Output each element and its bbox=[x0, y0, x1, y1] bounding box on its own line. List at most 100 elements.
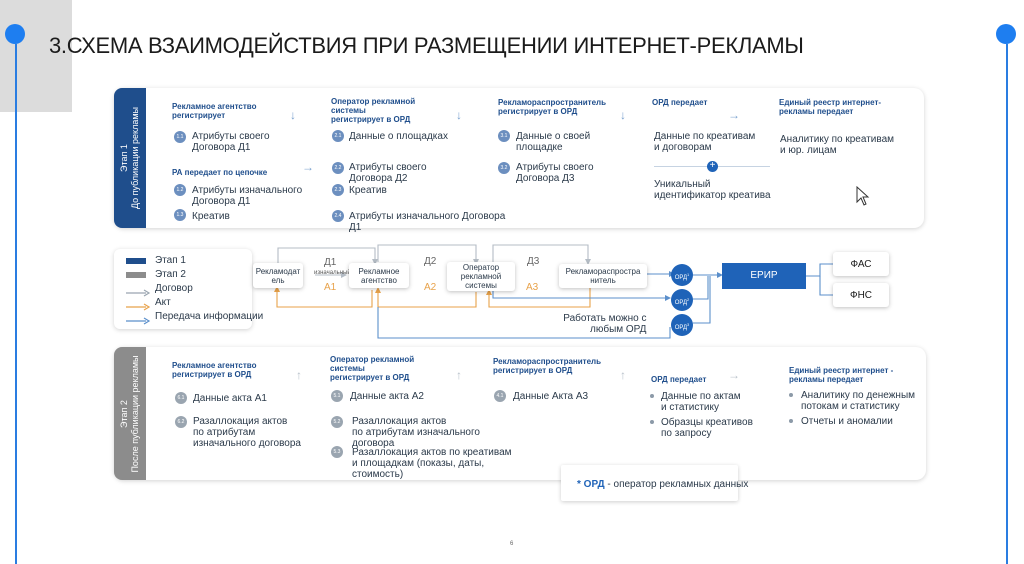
right-rail bbox=[1006, 44, 1008, 564]
stage1-col4-header: ОРД передает bbox=[652, 98, 708, 107]
bullet-icon bbox=[789, 419, 793, 423]
stage1-item-2-1: Данные о площадках bbox=[349, 131, 448, 142]
arrow-right-icon: → bbox=[302, 160, 314, 174]
act-a1: А1 bbox=[324, 282, 337, 293]
stage2-col5-header: Единый реестр интернет -рекламы передает bbox=[789, 366, 894, 384]
step-badge: 3.1 bbox=[498, 130, 510, 142]
step-badge: 6.1 bbox=[175, 392, 187, 404]
legend-swatch-stage1 bbox=[126, 258, 146, 264]
step-badge: 2.3 bbox=[332, 184, 344, 196]
step-badge: 2.1 bbox=[332, 130, 344, 142]
arrow-down-icon: ↓ bbox=[456, 108, 462, 122]
legend-arrow-contract bbox=[124, 284, 152, 302]
act-a3: А3 bbox=[526, 282, 539, 293]
step-badge: 6.2 bbox=[175, 416, 187, 428]
erir-node: ЕРИР bbox=[722, 263, 806, 289]
initial-contract-label: изначальный bbox=[314, 270, 351, 276]
legend-stage2: Этап 2 bbox=[155, 269, 186, 280]
contract-d1: Д1 bbox=[324, 257, 337, 268]
stage2-sublabel: После публикации рекламы bbox=[130, 354, 140, 473]
bullet-icon bbox=[789, 393, 793, 397]
stage1-col5-header: Единый реестр интернет-рекламы передает bbox=[779, 98, 882, 116]
stage2-item-4-1: Данные Акта А3 bbox=[513, 391, 589, 402]
footnote-box bbox=[561, 465, 738, 501]
arrow-down-icon: ↓ bbox=[290, 108, 296, 122]
fns-node: ФНС bbox=[833, 283, 889, 307]
stage2-panel bbox=[114, 347, 926, 480]
page-title: 3.СХЕМА ВЗАИМОДЕЙСТВИЯ ПРИ РАЗМЕЩЕНИИ ИН… bbox=[49, 33, 804, 58]
act-a2: А2 bbox=[424, 282, 437, 293]
legend-swatch-stage2 bbox=[126, 272, 146, 278]
ord-node-2: ОРД2 bbox=[671, 289, 693, 311]
step-badge: 5.2 bbox=[331, 416, 343, 428]
page-number: 6 bbox=[510, 541, 514, 547]
arrow-down-icon: ↓ bbox=[620, 108, 626, 122]
left-rail bbox=[15, 44, 17, 564]
stage2-item-5-1: Данные акта А2 bbox=[350, 391, 424, 402]
arrow-up-icon: ↑ bbox=[456, 368, 462, 382]
stage2-item-6-1: Данные акта А1 bbox=[193, 393, 267, 404]
stage1-panel bbox=[114, 88, 924, 228]
ord-node-3: ОРД3 bbox=[671, 314, 693, 336]
step-badge: 5.3 bbox=[331, 446, 343, 458]
fas-node: ФАС bbox=[833, 252, 889, 276]
stage1-side-label: Этап 1 До публикации рекламы bbox=[114, 88, 146, 228]
left-rail-dot bbox=[5, 24, 25, 44]
bullet-icon bbox=[650, 420, 654, 424]
legend-stage1: Этап 1 bbox=[155, 255, 186, 266]
stage1-col1-subheader: РА передает по цепочке bbox=[172, 168, 268, 177]
legend-arrow-info bbox=[124, 312, 152, 330]
mouse-cursor-icon bbox=[856, 185, 870, 211]
ord-node-1: ОРД1 bbox=[671, 264, 693, 286]
contract-d3: Д3 bbox=[527, 256, 540, 267]
stage2-side-label: Этап 2 После публикации рекламы bbox=[114, 347, 146, 480]
step-badge: 2.2 bbox=[332, 162, 344, 174]
contract-d2: Д2 bbox=[424, 256, 437, 267]
corner-decoration bbox=[0, 0, 72, 112]
stage1-col1-header: Рекламное агентство регистрирует bbox=[172, 102, 257, 120]
stage1-item-2-3: Креатив bbox=[349, 185, 387, 196]
step-badge: 1.2 bbox=[174, 184, 186, 196]
step-badge: 2.4 bbox=[332, 210, 344, 222]
arrow-up-icon: ↑ bbox=[296, 368, 302, 382]
legend-arrow-act bbox=[124, 298, 152, 316]
step-badge: 4.1 bbox=[494, 390, 506, 402]
step-badge: 5.1 bbox=[331, 390, 343, 402]
stage2-col5-item-2: Отчеты и аномалии bbox=[801, 416, 893, 427]
arrow-right-icon: → bbox=[728, 368, 740, 382]
stage2-label: Этап 2 bbox=[119, 399, 129, 428]
step-badge: 1.1 bbox=[174, 131, 186, 143]
step-badge: 1.3 bbox=[174, 209, 186, 221]
bullet-icon bbox=[650, 394, 654, 398]
right-rail-dot bbox=[996, 24, 1016, 44]
footnote-text: * ОРД - оператор рекламных данных bbox=[577, 479, 749, 490]
arrow-up-icon: ↑ bbox=[620, 368, 626, 382]
stage2-col4-header: ОРД передает bbox=[651, 375, 707, 384]
stage1-item-1-3: Креатив bbox=[192, 211, 230, 222]
step-badge: 3.2 bbox=[498, 162, 510, 174]
